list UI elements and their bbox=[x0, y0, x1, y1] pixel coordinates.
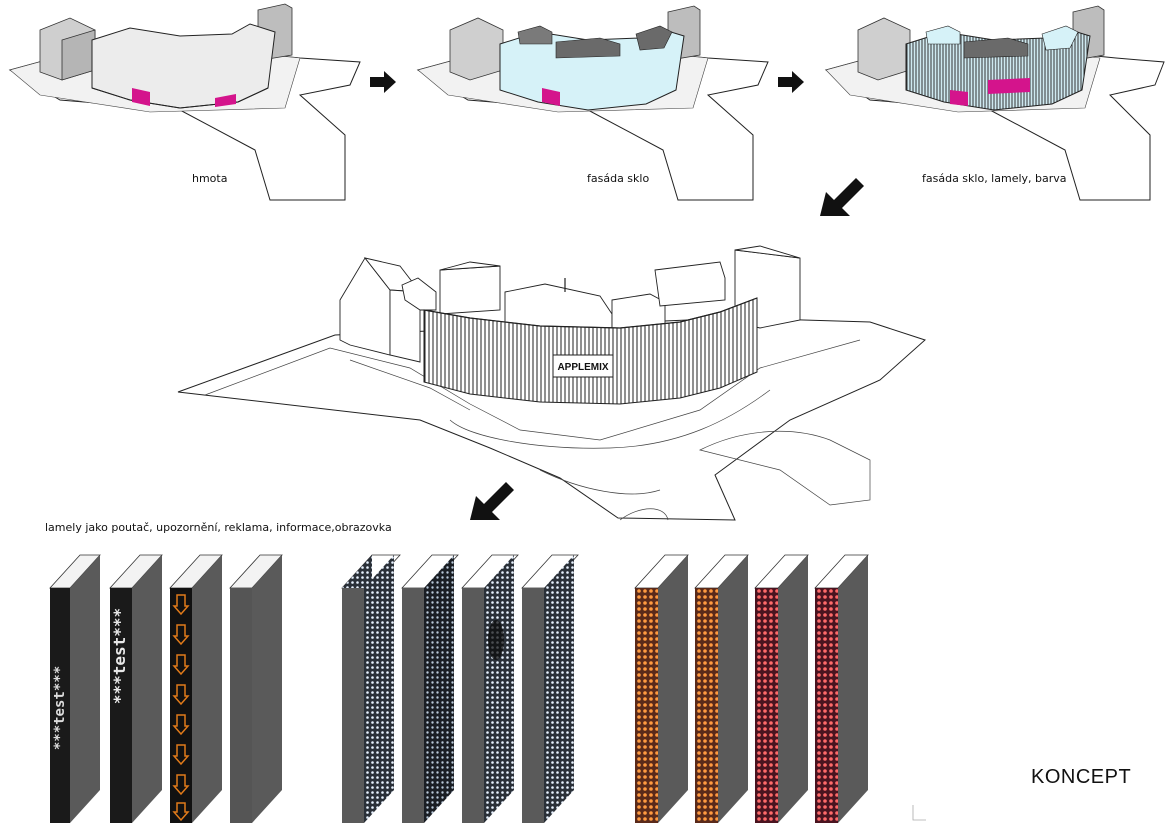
step-caption-glass: fasáda sklo bbox=[587, 172, 649, 185]
step-model-glass bbox=[418, 6, 768, 200]
lamella-panel-arrows bbox=[170, 555, 222, 823]
lamella-group-text: ***test*** ***test*** bbox=[50, 555, 282, 823]
page-title: KONCEPT bbox=[1031, 766, 1131, 789]
applemix-sign-text: APPLEMIX bbox=[557, 362, 608, 373]
arrow-down-left-icon bbox=[820, 178, 864, 216]
lamella-group-colour bbox=[635, 555, 868, 823]
lamella-panel bbox=[815, 555, 868, 823]
lamella-panel bbox=[695, 555, 748, 823]
lamella-panel bbox=[462, 555, 518, 823]
arrow-right-icon bbox=[778, 71, 804, 93]
arrow-right-icon bbox=[370, 71, 396, 93]
corner-mark bbox=[913, 805, 926, 820]
arrow-down-left-icon bbox=[470, 482, 514, 520]
lamella-panel bbox=[755, 555, 808, 823]
lamella-led-text: ***test*** bbox=[110, 608, 129, 704]
lamella-panel bbox=[402, 555, 458, 823]
step-model-louvres bbox=[826, 6, 1164, 200]
lamella-panel: ***test*** bbox=[110, 555, 162, 823]
lamella-panel bbox=[342, 555, 400, 823]
main-model: APPLEMIX bbox=[178, 246, 925, 520]
step-caption-louvres: fasáda sklo, lamely, barva bbox=[922, 172, 1067, 185]
step-model-mass bbox=[10, 4, 360, 200]
lamella-caption: lamely jako poutač, upozornění, reklama,… bbox=[45, 521, 392, 534]
lamella-panel bbox=[230, 555, 282, 823]
lamella-group-screen bbox=[342, 555, 578, 823]
lamella-led-text: ***test*** bbox=[52, 666, 68, 750]
lamella-panel bbox=[522, 555, 578, 823]
step-caption-mass: hmota bbox=[192, 172, 227, 185]
lamella-panel bbox=[635, 555, 688, 823]
lamella-panel: ***test*** bbox=[50, 555, 100, 823]
